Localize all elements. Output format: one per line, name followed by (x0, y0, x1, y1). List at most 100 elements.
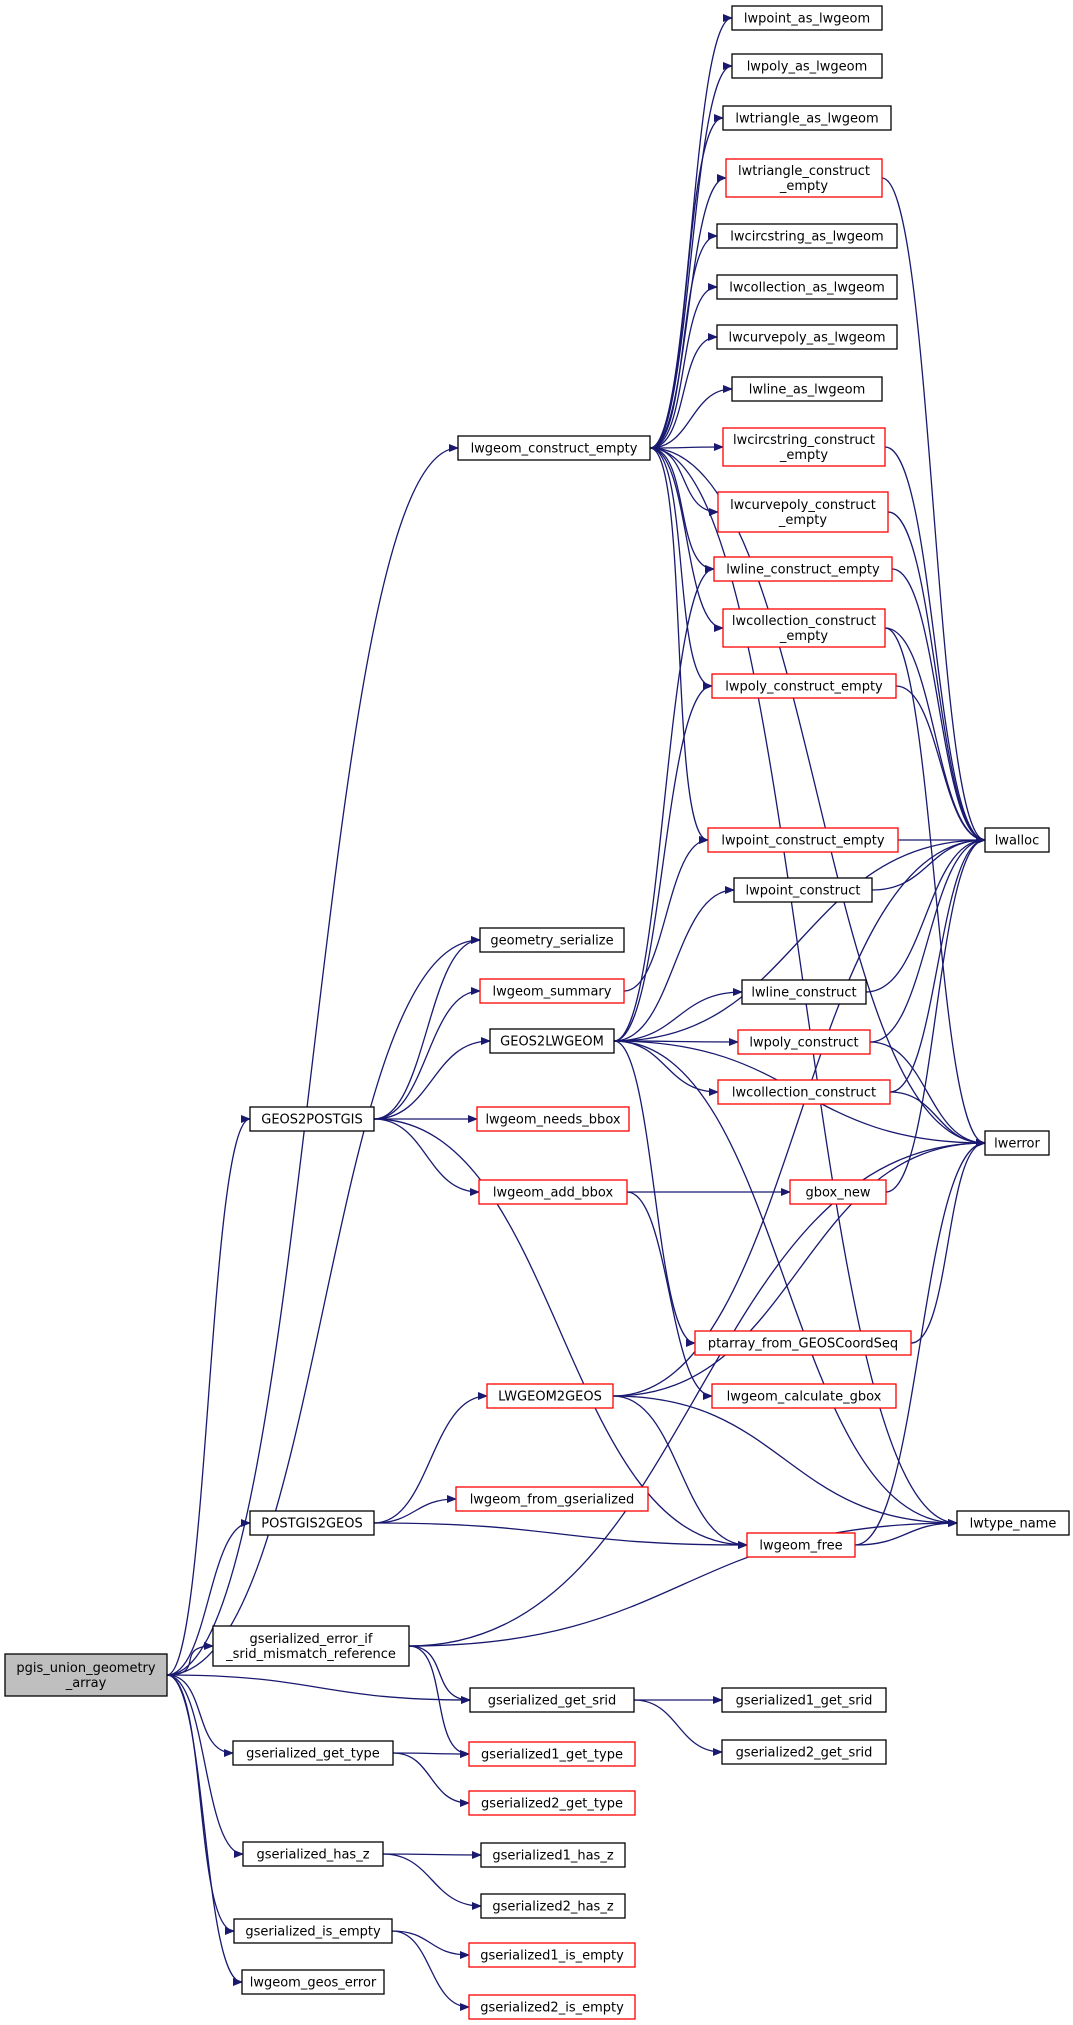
node-box (480, 1842, 626, 1868)
node-lwcircstring-as-lwgeom[interactable]: lwcircstring_as_lwgeom (716, 223, 898, 249)
node-label: lwalloc (995, 834, 1040, 849)
node-lwpoly-construct-empty[interactable]: lwpoly_construct_empty (711, 673, 897, 699)
node-lwcircstring-construct-empty[interactable]: lwcircstring_construct_empty (722, 427, 886, 467)
node-label: lwcircstring_construct (733, 433, 875, 448)
node-gserialized2-is-empty[interactable]: gserialized2_is_empty (468, 1994, 636, 2020)
node-label: LWGEOM2GEOS (498, 1390, 602, 1405)
edge-lwcollection-construct-empty-to-lwalloc (884, 627, 986, 844)
node-lwcurvepoly-construct-empty[interactable]: lwcurvepoly_construct_empty (717, 491, 889, 533)
edge-lwcollection-construct-to-lwalloc (889, 836, 986, 1093)
edge-lwgeom-summary-to-lwpoint-construct-empty (623, 836, 709, 992)
node-lwgeom-needs-bbox[interactable]: lwgeom_needs_bbox (476, 1106, 630, 1132)
node-lwpoint-construct-empty[interactable]: lwpoint_construct_empty (707, 827, 899, 853)
node-lwtriangle-construct-empty[interactable]: lwtriangle_construct_empty (725, 158, 883, 198)
node-lwpoint-as-lwgeom[interactable]: lwpoint_as_lwgeom (731, 5, 883, 31)
node-lwline-as-lwgeom[interactable]: lwline_as_lwgeom (731, 376, 883, 402)
node-box (468, 1942, 636, 1968)
edge-lwcircstring-construct-empty-to-lwalloc (884, 446, 986, 844)
node-label: lwtriangle_as_lwgeom (735, 112, 878, 127)
node-lwalloc[interactable]: lwalloc (984, 827, 1050, 853)
node-lwgeom-calculate-gbox[interactable]: lwgeom_calculate_gbox (711, 1383, 897, 1409)
node-label: gserialized1_get_type (481, 1748, 623, 1763)
edge-postgis2geos-to-lwgeom2geos (373, 1392, 488, 1524)
node-lwpoint-construct[interactable]: lwpoint_construct (733, 877, 873, 903)
node-ptarray-from-geoscoordseq[interactable]: ptarray_from_GEOSCoordSeq (694, 1330, 912, 1356)
node-lwline-construct-empty[interactable]: lwline_construct_empty (713, 556, 893, 582)
node-gbox-new[interactable]: gbox_new (789, 1179, 887, 1205)
node-box (721, 1687, 887, 1713)
edge-lwgeom-construct-empty-to-lwcurvepoly-as-lwgeom (649, 333, 718, 449)
node-lwgeom2geos[interactable]: LWGEOM2GEOS (486, 1383, 614, 1409)
node-lwgeom-free[interactable]: lwgeom_free (746, 1532, 856, 1558)
node-gserialized2-has-z[interactable]: gserialized2_has_z (480, 1893, 626, 1919)
edge-geos2lwgeom-to-lwtype-name (613, 1040, 958, 1527)
node-lwtype-name[interactable]: lwtype_name (956, 1510, 1070, 1536)
edge-pgis-union-geometry-array-to-geos2postgis (166, 1115, 251, 1676)
node-gserialized-get-srid[interactable]: gserialized_get_srid (469, 1687, 635, 1713)
node-gserialized-has-z[interactable]: gserialized_has_z (242, 1841, 384, 1867)
node-lwtriangle-as-lwgeom[interactable]: lwtriangle_as_lwgeom (722, 105, 892, 131)
node-gserialized1-has-z[interactable]: gserialized1_has_z (480, 1842, 626, 1868)
node-label: lwpoly_construct (749, 1036, 858, 1051)
node-gserialized-get-type[interactable]: gserialized_get_type (232, 1740, 394, 1766)
node-geos2lwgeom[interactable]: GEOS2LWGEOM (489, 1028, 615, 1054)
edge-gserialized-is-empty-to-gserialized1-is-empty (391, 1930, 470, 1959)
node-label: _empty (779, 179, 829, 194)
node-label: GEOS2POSTGIS (261, 1113, 362, 1128)
node-gserialized1-get-srid[interactable]: gserialized1_get_srid (721, 1687, 887, 1713)
node-lwcollection-as-lwgeom[interactable]: lwcollection_as_lwgeom (716, 274, 898, 300)
edge-geos2lwgeom-to-lwpoint-construct (613, 886, 735, 1042)
node-box (469, 1687, 635, 1713)
node-gserialized2-get-srid[interactable]: gserialized2_get_srid (721, 1739, 887, 1765)
node-label: lwtriangle_construct (738, 164, 870, 179)
node-lwpoly-as-lwgeom[interactable]: lwpoly_as_lwgeom (731, 53, 883, 79)
node-label: lwgeom_needs_bbox (485, 1113, 620, 1128)
edge-pgis-union-geometry-array-to-lwgeom-geos-error (166, 1674, 243, 1986)
edge-geos2lwgeom-to-lwcollection-construct (613, 1040, 719, 1096)
node-label: lwgeom_summary (493, 985, 612, 1000)
node-pgis-union-geometry-array[interactable]: pgis_union_geometry_array (4, 1653, 168, 1697)
node-lwgeom-from-gserialized[interactable]: lwgeom_from_gserialized (455, 1486, 649, 1512)
node-box (716, 223, 898, 249)
node-lwgeom-add-bbox[interactable]: lwgeom_add_bbox (478, 1179, 628, 1205)
node-label: lwgeom_free (759, 1539, 842, 1554)
node-box (478, 1179, 628, 1205)
edge-lwgeom-construct-empty-to-lwpoint-as-lwgeom (649, 14, 733, 449)
node-lwcollection-construct[interactable]: lwcollection_construct (717, 1079, 891, 1105)
node-lwline-construct[interactable]: lwline_construct (741, 979, 867, 1005)
node-lwgeom-construct-empty[interactable]: lwgeom_construct_empty (457, 435, 651, 461)
edge-lwgeom-add-bbox-to-lwgeom-calculate-gbox (626, 1191, 713, 1400)
edge-lwgeom-construct-empty-to-lwpoly-construct-empty (649, 447, 713, 690)
node-label: pgis_union_geometry (16, 1661, 155, 1676)
node-postgis2geos[interactable]: POSTGIS2GEOS (249, 1510, 375, 1536)
node-geos2postgis[interactable]: GEOS2POSTGIS (249, 1106, 375, 1132)
node-label: lwline_as_lwgeom (749, 383, 866, 398)
node-gserialized2-get-type[interactable]: gserialized2_get_type (468, 1790, 636, 1816)
node-lwerror[interactable]: lwerror (984, 1130, 1050, 1156)
node-gserialized-error-if-srid-mismatch-reference[interactable]: gserialized_error_if_srid_mismatch_refer… (212, 1625, 410, 1667)
node-box (694, 1330, 912, 1356)
node-lwpoly-construct[interactable]: lwpoly_construct (737, 1029, 871, 1055)
node-lwcurvepoly-as-lwgeom[interactable]: lwcurvepoly_as_lwgeom (716, 324, 898, 350)
edge-postgis2geos-to-lwgeom-from-gserialized (373, 1495, 457, 1524)
edge-lwgeom2geos-to-lwtype-name (612, 1395, 958, 1527)
edge-gserialized-error-if-srid-mismatch-reference-to-lwtype-name (408, 1519, 958, 1647)
node-box (711, 673, 897, 699)
node-box (737, 1029, 871, 1055)
edge-lwgeom-construct-empty-to-lwline-as-lwgeom (649, 385, 733, 449)
edge-ptarray-from-geoscoordseq-to-lwerror (910, 1139, 986, 1344)
node-geometry-serialize[interactable]: geometry_serialize (479, 927, 625, 953)
node-gserialized-is-empty[interactable]: gserialized_is_empty (233, 1918, 393, 1944)
node-box (468, 1790, 636, 1816)
edge-pgis-union-geometry-array-to-gserialized-has-z (166, 1674, 244, 1858)
node-gserialized1-get-type[interactable]: gserialized1_get_type (468, 1741, 636, 1767)
node-label: lwgeom_add_bbox (493, 1186, 614, 1201)
node-box (233, 1918, 393, 1944)
node-gserialized1-is-empty[interactable]: gserialized1_is_empty (468, 1942, 636, 1968)
node-label: lwerror (994, 1137, 1040, 1152)
node-label: _empty (778, 513, 828, 528)
node-lwgeom-summary[interactable]: lwgeom_summary (479, 978, 625, 1004)
node-label: ptarray_from_GEOSCoordSeq (708, 1337, 898, 1352)
node-lwgeom-geos-error[interactable]: lwgeom_geos_error (241, 1969, 385, 1995)
node-lwcollection-construct-empty[interactable]: lwcollection_construct_empty (722, 608, 886, 648)
